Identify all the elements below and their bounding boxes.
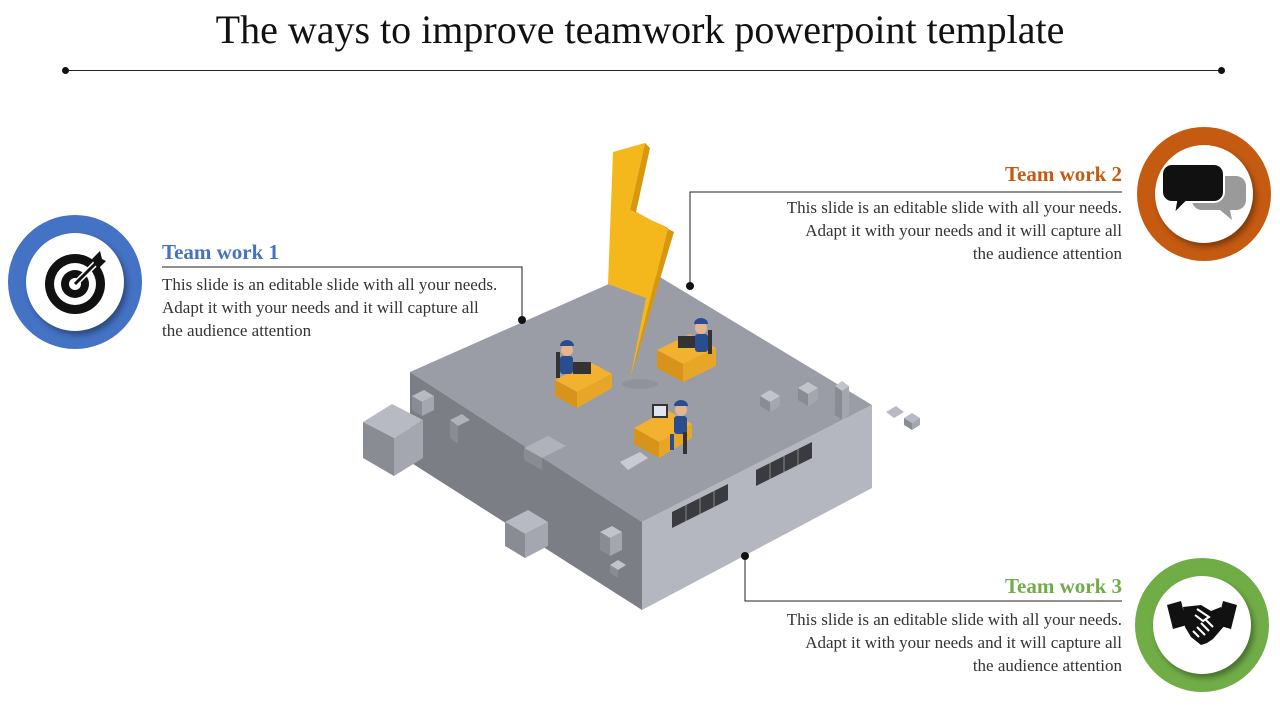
decorative-cubes	[363, 381, 920, 578]
team-work-2-text: This slide is an editable slide with all…	[786, 198, 1122, 263]
team-work-1-heading: Team work 1	[162, 240, 280, 264]
title-underline-right-dot	[1218, 67, 1225, 74]
target-icon	[45, 251, 106, 314]
team-work-3-text: This slide is an editable slide with all…	[786, 610, 1122, 675]
title-underline-left-dot	[62, 67, 69, 74]
team-work-2-badge-inner	[1155, 145, 1253, 243]
slide-title: The ways to improve teamwork powerpoint …	[215, 7, 1065, 52]
team-work-3-badge	[1135, 558, 1269, 692]
team-work-1-badge-inner	[26, 233, 124, 331]
connector-dot-team-work-3	[741, 552, 749, 560]
connector-team-work-1	[162, 266, 523, 320]
team-work-2-heading: Team work 2	[1004, 162, 1122, 186]
title-underline	[65, 70, 1225, 71]
building-windows	[672, 442, 812, 528]
desk-worker-left	[555, 340, 612, 408]
team-work-1-text: This slide is an editable slide with all…	[162, 275, 498, 340]
speech-bubbles-icon	[1162, 164, 1246, 220]
team-work-3-badge-inner	[1153, 576, 1251, 674]
handshake-icon	[1167, 601, 1237, 645]
connector-dot-team-work-1	[518, 316, 526, 324]
lightning-bolt	[608, 143, 674, 389]
connector-team-work-2	[689, 191, 1122, 286]
team-work-1-badge	[8, 215, 142, 349]
desk-worker-right	[657, 318, 716, 382]
connector-team-work-3	[744, 556, 1122, 602]
team-work-3-heading: Team work 3	[1004, 574, 1122, 598]
team-work-2-badge	[1137, 127, 1271, 261]
connector-dot-team-work-2	[686, 282, 694, 290]
desk-worker-center	[620, 400, 692, 470]
office-building-slab	[410, 268, 872, 610]
